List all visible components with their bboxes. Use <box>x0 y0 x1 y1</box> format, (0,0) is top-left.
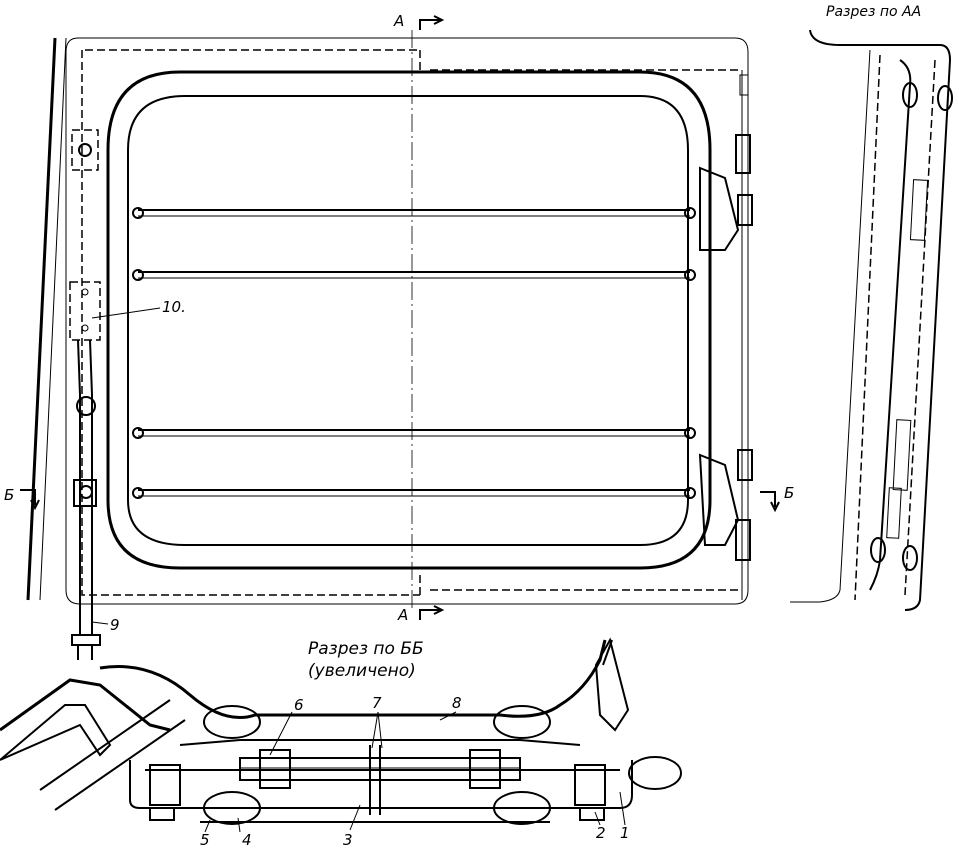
section-aa-outer <box>809 29 952 611</box>
tube-frame-outer <box>106 70 712 570</box>
label-section-a-top: А <box>393 12 404 30</box>
bb-leaders <box>204 711 626 833</box>
heating-wires <box>132 207 696 499</box>
section-arrow-b-left <box>20 489 40 511</box>
section-arrow-a-bottom <box>419 605 445 620</box>
tube-frame-inner <box>127 95 689 546</box>
leader-10 <box>91 307 161 319</box>
section-aa-view <box>790 29 953 611</box>
section-aa-title: Разрез по АА <box>826 4 921 20</box>
leader-9 <box>91 621 109 625</box>
section-arrow-b-right <box>760 491 780 513</box>
section-bb-subtitle: (увеличено) <box>308 661 416 681</box>
hinge-brackets <box>698 70 753 600</box>
callout-2: 2 <box>596 824 606 842</box>
callout-5: 5 <box>200 831 210 849</box>
cable-assembly <box>69 129 101 660</box>
label-section-b-left: Б <box>4 486 14 504</box>
callout-7: 7 <box>372 694 382 712</box>
front-view <box>20 15 780 660</box>
label-section-b-right: Б <box>784 484 794 502</box>
bb-left-flange <box>0 678 171 732</box>
door-outline <box>65 37 749 605</box>
callout-9: 9 <box>110 616 120 634</box>
section-bb-view <box>0 637 682 833</box>
frame-left-edge <box>26 37 57 601</box>
callout-8: 8 <box>452 694 462 712</box>
callout-4: 4 <box>242 831 252 849</box>
callout-3: 3 <box>343 831 353 849</box>
frame-left-edge-inner <box>39 37 67 601</box>
callout-6: 6 <box>294 696 304 714</box>
door-hidden-edge <box>81 49 740 596</box>
label-section-a-bottom: А <box>397 606 408 624</box>
section-arrow-a-top <box>419 15 445 30</box>
section-bb-title: Разрез по ББ <box>308 639 424 659</box>
callout-1: 1 <box>620 824 630 842</box>
callout-10: 10. <box>162 298 186 316</box>
